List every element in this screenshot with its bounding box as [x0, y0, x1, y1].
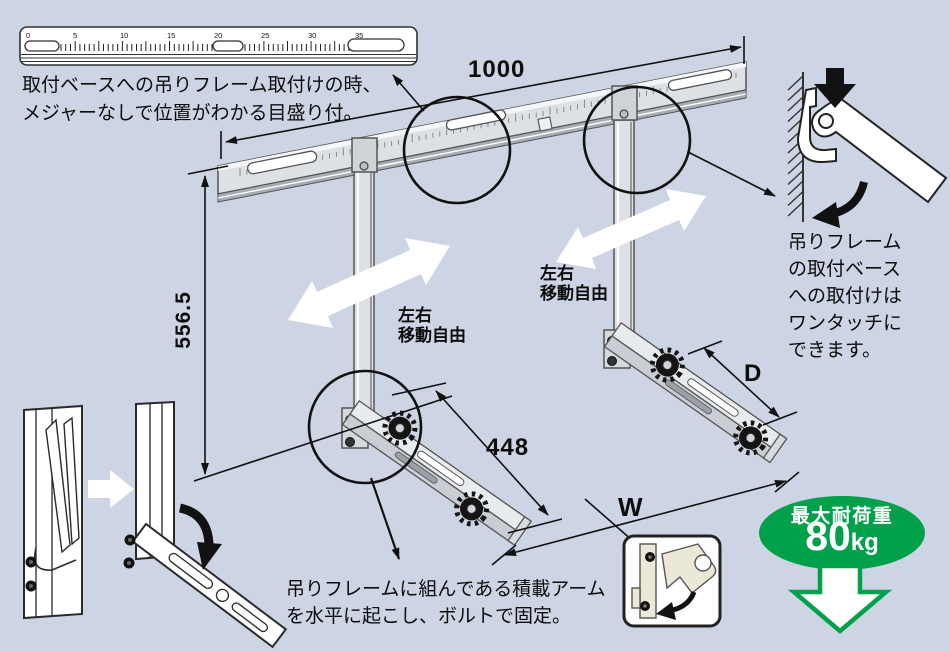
bolt	[359, 161, 369, 171]
move-arrow-left	[288, 238, 450, 328]
bolt	[619, 109, 629, 119]
right-post	[611, 85, 638, 339]
ruler-illustration: 0 5 10 15 20 25 30 35	[19, 26, 418, 66]
onetouch-note-line: への取付けは	[788, 286, 903, 307]
badge-ellipse	[759, 496, 925, 570]
badge-down-arrow-icon	[787, 563, 893, 634]
arm-note-line1: 吊りフレームに組んである積載アーム	[286, 579, 606, 600]
ruler-number: 20	[214, 31, 222, 40]
move-label-right: 左右 移動自由	[540, 264, 608, 303]
leader-to-arm-note	[369, 477, 401, 560]
onetouch-note: 吊りフレーム の取付ベース への取付けは ワンタッチに できます。	[788, 229, 902, 364]
dim-line-d	[703, 347, 780, 418]
load-capacity-badge	[759, 496, 925, 634]
move-label-line1: 左右	[398, 306, 432, 325]
move-label-line2: 移動自由	[540, 283, 608, 303]
arm-knob	[382, 410, 418, 446]
ruler-number: 30	[308, 31, 316, 40]
bolt	[345, 437, 355, 447]
onetouch-note-line: できます。	[788, 340, 882, 361]
dim-1000-label: 1000	[468, 56, 526, 83]
dim-line-w	[504, 479, 787, 557]
dim-line-1000	[225, 45, 742, 144]
ruler-scale-numbers: 0 5 10 15 20 25 30 35	[26, 31, 363, 40]
hook-rotate-arrow-icon	[812, 180, 868, 228]
move-label-line2: 移動自由	[398, 325, 466, 345]
right-arm	[603, 321, 788, 464]
rotate-arm-arrow-icon	[178, 503, 222, 570]
dim-w-label: W	[618, 492, 644, 522]
mount-base-profile	[796, 86, 837, 164]
wall-hatching	[787, 75, 804, 217]
bracket-unfolded	[123, 400, 288, 649]
ruler-number: 15	[167, 31, 175, 40]
hanging-frame-illustration	[217, 61, 788, 547]
badge-value-unit: kg	[850, 529, 879, 556]
dim-d-label: D	[744, 360, 763, 387]
ruler-number: 0	[26, 31, 30, 40]
wall-hook-illustration	[787, 68, 948, 228]
frame-hook-profile	[811, 96, 948, 204]
arm-knob	[649, 347, 685, 383]
fold-bracket-illustration	[23, 400, 288, 649]
push-down-arrow-icon	[814, 68, 856, 108]
ruler-number: 10	[120, 31, 128, 40]
leader-to-inset	[584, 498, 634, 542]
arm-note-line2: を水平に起こし、ボルトで固定。	[286, 606, 572, 627]
badge-value: 80kg	[760, 514, 924, 568]
arm-knob	[733, 420, 769, 456]
badge-value-number: 80	[805, 513, 851, 559]
bolt	[607, 356, 617, 366]
arm-note: 吊りフレームに組んである積載アーム を水平に起こし、ボルトで固定。	[286, 576, 606, 630]
scale-note-line1: 取付ベースへの吊りフレーム取付けの時、	[22, 75, 382, 96]
highlight-circle-arm-joint	[307, 369, 423, 485]
dim-448-label: 448	[486, 434, 530, 461]
bracket-folded	[23, 404, 83, 620]
move-arrow-right	[556, 189, 706, 269]
ruler-number: 5	[73, 31, 77, 40]
left-arm	[341, 399, 533, 547]
move-label-left: 左右 移動自由	[398, 306, 466, 345]
scale-note-line2: メジャーなしで位置がわかる目盛り付。	[22, 103, 363, 124]
leader-to-ruler	[392, 74, 425, 112]
unfold-step-arrow-icon	[88, 470, 134, 508]
ruler-number: 35	[355, 31, 363, 40]
onetouch-note-line: の取付ベース	[788, 259, 902, 280]
leader-to-hook-detail	[687, 151, 776, 197]
dimension-lines	[187, 36, 800, 566]
badge-title: 最大耐荷重	[790, 506, 894, 527]
onetouch-note-line: ワンタッチに	[788, 313, 903, 334]
bolt-detail-inset	[622, 534, 722, 628]
scale-note: 取付ベースへの吊りフレーム取付けの時、 メジャーなしで位置がわかる目盛り付。	[22, 72, 381, 128]
onetouch-note-line: 吊りフレーム	[788, 232, 902, 253]
move-label-line1: 左右	[540, 264, 574, 283]
dim-556-label: 556.5	[172, 291, 195, 349]
ruler-number: 25	[261, 31, 269, 40]
